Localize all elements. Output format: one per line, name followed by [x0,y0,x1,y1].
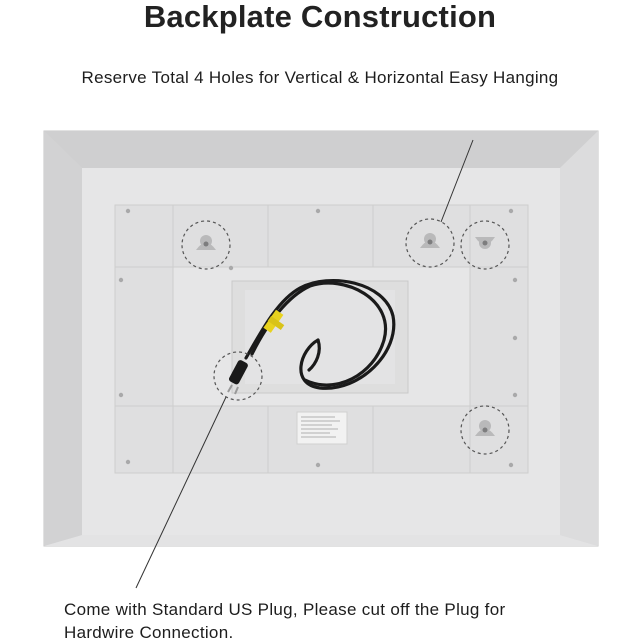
keyhole-bottom-right [460,405,510,455]
plug-caption-line-1: Come with Standard US Plug, Please cut o… [64,600,506,619]
plug-marker [213,351,263,401]
leader-line-plug [135,396,227,589]
plug-caption: Come with Standard US Plug, Please cut o… [64,598,624,644]
leader-line-holes [440,139,474,223]
product-label-sticker [296,411,348,445]
keyhole-icon [475,237,495,249]
keyhole-icon [196,235,216,250]
screws [118,208,518,468]
page-title: Backplate Construction [143,0,497,34]
keyhole-top-right [460,220,510,270]
holes-caption: Reserve Total 4 Holes for Vertical & Hor… [81,68,559,87]
backplate-rim [44,131,598,168]
us-plug-icon [227,360,248,395]
keyhole-top-left [181,220,231,270]
power-cord [244,278,396,390]
cord-tag [263,309,285,333]
plug-caption-line-2: Hardwire Connection. [64,623,234,642]
keyhole-icon [420,233,440,248]
keyhole-icon [475,420,495,436]
keyhole-top-middle [405,218,455,268]
